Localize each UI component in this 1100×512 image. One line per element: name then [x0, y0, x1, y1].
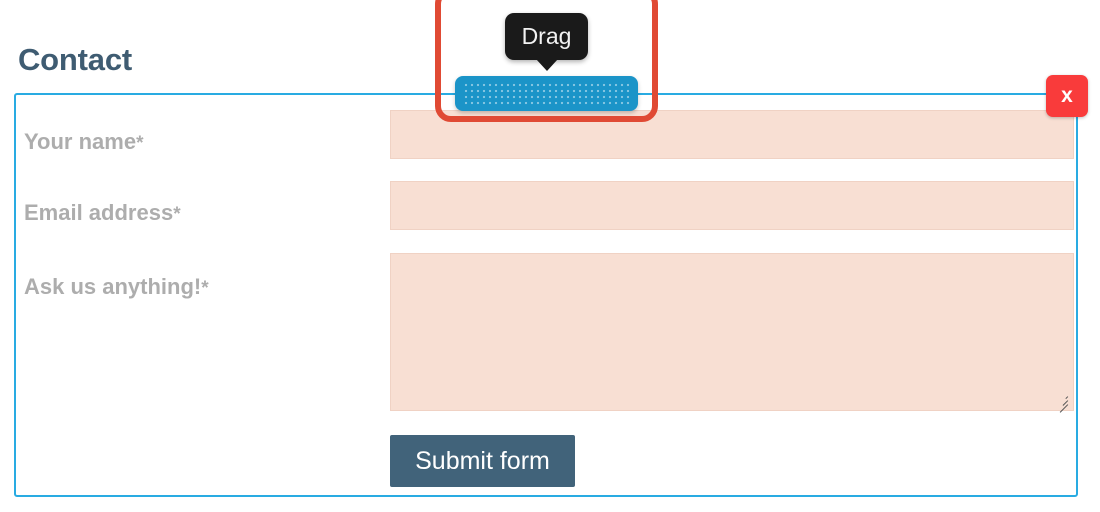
close-icon[interactable]: x: [1046, 75, 1088, 117]
tooltip-arrow-icon: [535, 59, 558, 71]
label-your-name: Your name*: [24, 129, 144, 154]
required-asterisk: *: [201, 278, 209, 299]
label-email-address: Email address*: [24, 200, 181, 225]
required-asterisk: *: [136, 133, 144, 154]
contact-form-panel: Your name* Email address* Ask us anythin…: [14, 93, 1078, 497]
page-title: Contact: [18, 42, 132, 77]
label-your-name-text: Your name: [24, 129, 137, 154]
email-address-input[interactable]: [390, 181, 1074, 230]
ask-us-anything-textarea[interactable]: [390, 253, 1074, 413]
your-name-input[interactable]: [390, 110, 1074, 159]
required-asterisk: *: [173, 204, 181, 225]
drag-tooltip-label: Drag: [521, 23, 572, 49]
submit-form-button[interactable]: Submit form: [390, 435, 575, 487]
resize-grip-icon[interactable]: [1054, 392, 1070, 413]
drag-handle[interactable]: [455, 76, 638, 111]
label-email-address-text: Email address: [24, 200, 174, 225]
label-ask-us-anything: Ask us anything!*: [24, 274, 209, 299]
drag-tooltip: Drag: [505, 13, 588, 71]
drag-dots-icon: [463, 82, 630, 105]
label-ask-us-anything-text: Ask us anything!: [24, 274, 202, 299]
